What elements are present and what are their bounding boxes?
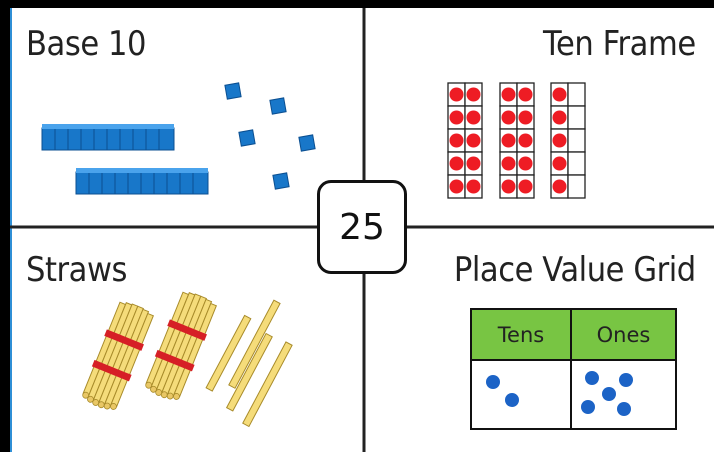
ones-cell xyxy=(572,359,675,430)
ten-frame-cell xyxy=(567,82,586,107)
ten-frame-2 xyxy=(499,82,535,199)
counter-dot-icon xyxy=(619,373,633,387)
ones-dots xyxy=(581,371,633,416)
center-number: 25 xyxy=(339,206,385,248)
counter-dot-icon xyxy=(486,375,500,389)
counter-dot-icon xyxy=(505,393,519,407)
center-number-box: 25 xyxy=(317,180,407,274)
ten-frames xyxy=(447,82,586,199)
ten-rod-icon xyxy=(75,168,209,195)
ten-frame-3 xyxy=(550,82,586,199)
single-straw-icon xyxy=(205,314,252,392)
single-straw-icon xyxy=(228,299,281,389)
counter-dot-icon xyxy=(602,387,616,401)
unit-cube-icon xyxy=(298,134,316,152)
counter-dot-icon xyxy=(501,156,516,171)
counter-dot-icon xyxy=(518,179,533,194)
counter-dot-icon xyxy=(466,179,481,194)
unit-cube-icon xyxy=(238,129,256,147)
counter-dot-icon xyxy=(466,156,481,171)
ten-frame-cell xyxy=(567,105,586,130)
counter-dot-icon xyxy=(518,110,533,125)
ten-frame-cell xyxy=(567,174,586,199)
counter-dot-icon xyxy=(501,179,516,194)
counter-dot-icon xyxy=(518,87,533,102)
counter-dot-icon xyxy=(501,87,516,102)
counter-dot-icon xyxy=(585,371,599,385)
place-value-grid-title: Place Value Grid xyxy=(454,250,696,290)
unit-cube-icon xyxy=(269,97,287,115)
ones-header: Ones xyxy=(572,310,675,359)
counter-dot-icon xyxy=(552,133,567,148)
counter-dot-icon xyxy=(466,110,481,125)
unit-cube-icon xyxy=(224,82,242,100)
tens-dots xyxy=(486,375,519,407)
counter-dot-icon xyxy=(501,133,516,148)
counter-dot-icon xyxy=(581,400,595,414)
straw-bundle-icon xyxy=(82,301,154,410)
base10-title: Base 10 xyxy=(26,24,147,64)
counter-dot-icon xyxy=(466,133,481,148)
ten-frame-title: Ten Frame xyxy=(543,24,696,64)
ten-frame-1 xyxy=(447,82,483,199)
place-value-table: Tens Ones xyxy=(470,308,677,430)
counter-dot-icon xyxy=(449,110,464,125)
straw-bundle-icon xyxy=(145,291,217,400)
counter-dot-icon xyxy=(552,110,567,125)
counter-dot-icon xyxy=(518,156,533,171)
single-straw-icon xyxy=(242,341,293,428)
ten-frame-cell xyxy=(567,151,586,176)
straws-title: Straws xyxy=(26,250,128,290)
single-straw-icon xyxy=(225,332,273,412)
counter-dot-icon xyxy=(518,133,533,148)
ten-frame-cell xyxy=(567,128,586,153)
unit-cube-icon xyxy=(272,172,290,190)
tens-header: Tens xyxy=(472,310,572,359)
counter-dot-icon xyxy=(501,110,516,125)
counter-dot-icon xyxy=(449,133,464,148)
counter-dot-icon xyxy=(552,156,567,171)
tens-cell xyxy=(472,359,572,430)
counter-dot-icon xyxy=(552,87,567,102)
counter-dot-icon xyxy=(466,87,481,102)
counter-dot-icon xyxy=(617,402,631,416)
counter-dot-icon xyxy=(552,179,567,194)
counter-dot-icon xyxy=(449,156,464,171)
ten-rod-icon xyxy=(41,124,175,151)
counter-dot-icon xyxy=(449,87,464,102)
counter-dot-icon xyxy=(449,179,464,194)
